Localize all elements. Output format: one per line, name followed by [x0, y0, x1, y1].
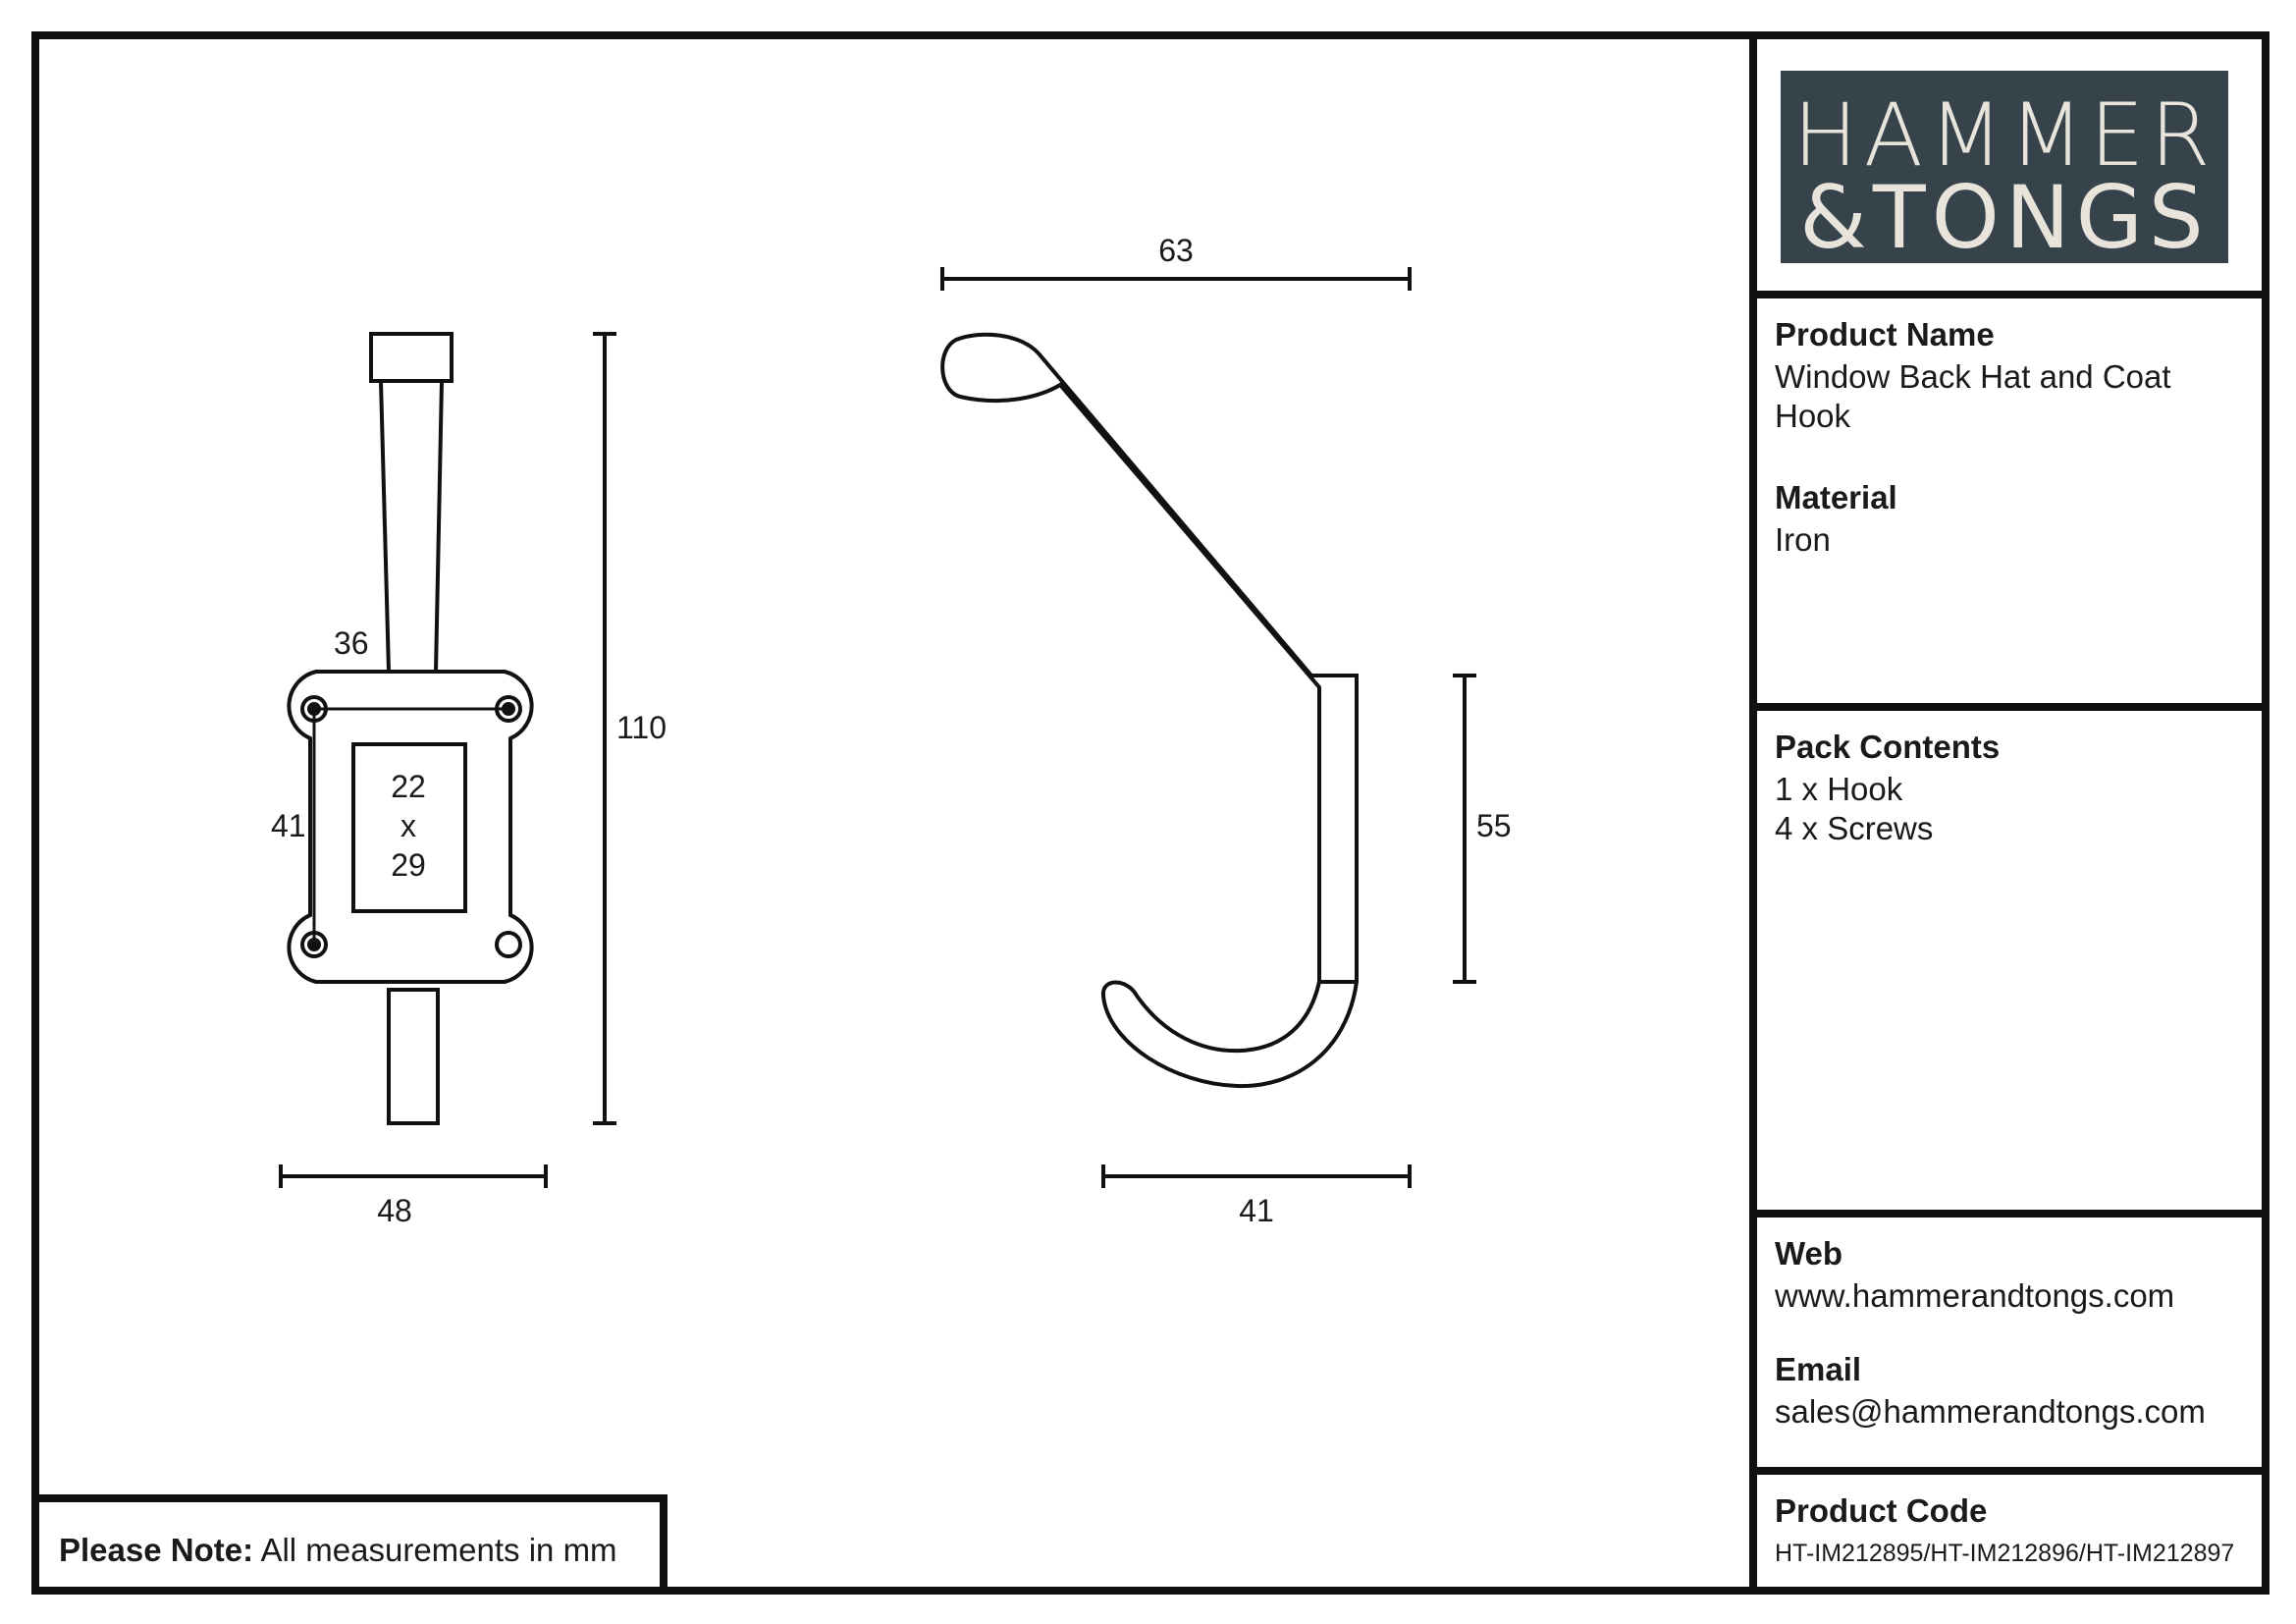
front-dimension-lines: [279, 332, 616, 1188]
dim-front-height: 110: [616, 710, 667, 745]
product-code-label: Product Code: [1775, 1492, 1988, 1529]
product-name-value: Window Back Hat and Coat Hook: [1775, 358, 2171, 434]
web-label: Web: [1775, 1235, 1843, 1272]
measurement-note: Please Note: All measurements in mm: [31, 1494, 667, 1595]
product-code-value: HT-IM212895/HT-IM212896/HT-IM212897: [1775, 1540, 2235, 1567]
logo-line-2: &TONGS: [1799, 167, 2210, 268]
front-lower-arm: [387, 988, 440, 1125]
brand-logo: HAMMER &TONGS: [1781, 71, 2228, 268]
pack-item: 1 x Hook: [1775, 771, 1903, 807]
email-link[interactable]: sales@hammerandtongs.com: [1775, 1393, 2206, 1430]
pack-contents-cell: Pack Contents 1 x Hook 4 x Screws: [1749, 703, 2269, 1210]
note-label: Please Note:: [59, 1532, 254, 1568]
dim-window-w: 22: [391, 769, 426, 804]
info-panel: Product Name Window Back Hat and Coat Ho…: [1749, 31, 2269, 1595]
dim-side-lower-depth: 41: [1239, 1193, 1274, 1228]
drawing-frame: [31, 31, 2269, 1595]
screw-hole-bottom-right: [495, 931, 522, 958]
dim-side-depth: 63: [1158, 233, 1194, 268]
dim-plate-height: 41: [271, 808, 306, 843]
dim-hole-spacing: 36: [334, 625, 369, 661]
product-code-cell: Product Code HT-IM212895/HT-IM212896/HT-…: [1749, 1467, 2269, 1595]
front-hook-tip: [369, 332, 454, 383]
material-label: Material: [1775, 479, 1897, 515]
email-label: Email: [1775, 1351, 1862, 1387]
backplate-window: [351, 742, 467, 913]
dim-front-width: 48: [377, 1193, 412, 1228]
contact-cell: Web www.hammerandtongs.com Email sales@h…: [1749, 1210, 2269, 1467]
note-text: All measurements in mm: [260, 1532, 617, 1568]
side-view: [940, 332, 1359, 1089]
pack-contents-label: Pack Contents: [1775, 729, 2001, 765]
pack-item: 4 x Screws: [1775, 810, 1934, 846]
hook-profile: [940, 332, 1359, 1089]
dim-side-back-height: 55: [1476, 808, 1512, 843]
front-upper-arm: [378, 379, 445, 674]
product-name-label: Product Name: [1775, 316, 1995, 352]
material-value: Iron: [1775, 521, 1831, 558]
dim-window-h: 29: [391, 847, 426, 883]
backplate-outline: [287, 670, 534, 984]
product-info-cell: Product Name Window Back Hat and Coat Ho…: [1749, 291, 2269, 703]
logo-line-1: HAMMER: [1792, 84, 2216, 186]
web-link[interactable]: www.hammerandtongs.com: [1775, 1277, 2175, 1314]
side-dimension-lines: [940, 267, 1476, 1188]
front-view: [287, 332, 534, 1125]
dim-window-x: x: [400, 808, 416, 843]
